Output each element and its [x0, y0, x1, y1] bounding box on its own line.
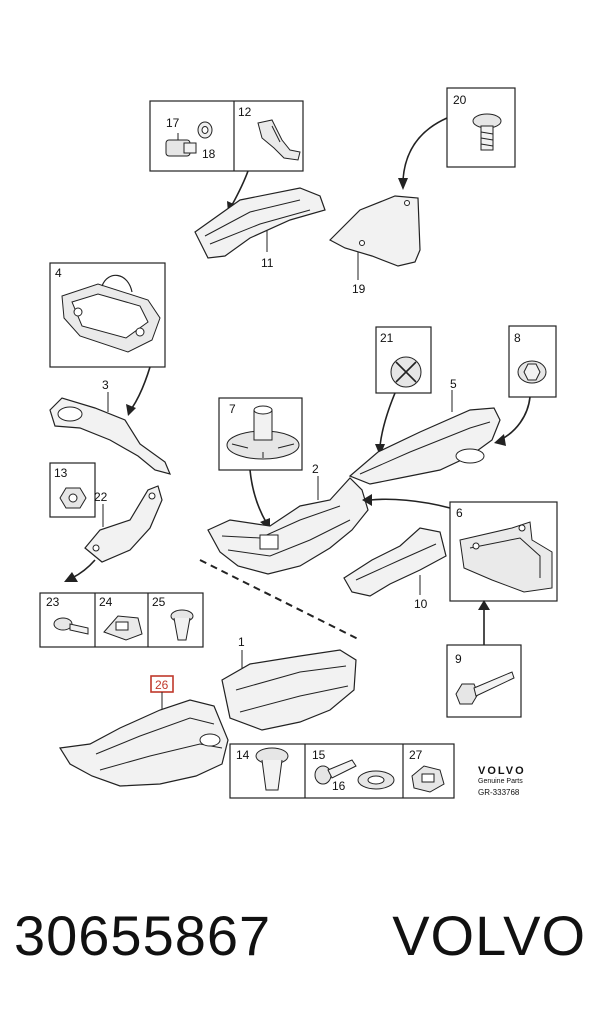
part-5-heat-shield: 5: [348, 377, 501, 485]
screw-20-icon: [472, 113, 502, 151]
part-2-tunnel-shield: 2: [207, 462, 369, 575]
arrowhead-8: [494, 434, 506, 446]
clip-12-icon: [257, 119, 301, 161]
screw-23-icon: [53, 617, 89, 635]
callout-box-14-15-16-27: 14 15 16 27: [229, 743, 455, 799]
label-15: 15: [312, 748, 326, 762]
listing-footer: 30655867 VOLVO: [0, 900, 600, 980]
vehicle-make: VOLVO: [392, 904, 586, 967]
diagram-ref: GR-333768: [478, 788, 520, 797]
label-19: 19: [352, 282, 366, 296]
grommet-7-icon: [226, 405, 300, 460]
label-11: 11: [261, 256, 274, 270]
arrowhead-9: [478, 600, 490, 610]
label-3: 3: [102, 378, 109, 392]
nut-clip-27-icon: [411, 765, 445, 793]
label-2: 2: [312, 462, 319, 476]
label-5: 5: [450, 377, 457, 391]
bracket-6-icon: [459, 521, 553, 593]
label-1: 1: [238, 635, 245, 649]
dashed-link: [199, 559, 361, 641]
highlight-label-26: 26: [150, 675, 174, 710]
bolt-15-icon: [314, 759, 357, 785]
arrowhead-22: [64, 572, 78, 582]
washer-16-icon: [357, 770, 395, 790]
nut-13-icon: [59, 487, 87, 509]
washer-18-icon: [197, 121, 213, 139]
bolt-9-icon: [455, 671, 515, 705]
label-17: 17: [166, 116, 180, 130]
arrow-22: [71, 559, 96, 579]
label-13: 13: [54, 466, 68, 480]
diagram-canvas: 17 18 12 20: [39, 87, 558, 799]
callout-box-13: 13: [49, 462, 96, 518]
arrow-7: [249, 469, 267, 523]
callout-box-4: 4: [49, 262, 166, 368]
part-10-bracket: 10: [343, 527, 447, 611]
clip-24-icon: [103, 615, 143, 641]
arrowhead-20: [398, 178, 408, 190]
arrowhead-6: [362, 494, 372, 506]
callout-box-17-18-12: 17 18 12: [149, 100, 304, 172]
volvo-logo: VOLVO: [478, 765, 526, 777]
label-10: 10: [414, 597, 428, 611]
brand-block: VOLVO Genuine Parts GR-333768: [478, 765, 526, 797]
label-25: 25: [152, 595, 166, 609]
part-number: 30655867: [14, 904, 272, 967]
nut-8-icon: [517, 360, 547, 384]
rivet-25-icon: [170, 609, 194, 641]
arrow-8: [499, 396, 531, 441]
arrowhead-21: [375, 444, 385, 456]
arrow-6: [369, 498, 451, 509]
label-8: 8: [514, 331, 521, 345]
part-19-shield: 19: [329, 195, 421, 296]
callout-box-6: 6: [449, 501, 558, 602]
label-26: 26: [155, 678, 169, 692]
label-22: 22: [94, 490, 108, 504]
part-1-heat-shield: 1: [221, 635, 357, 731]
arrow-20: [402, 117, 448, 181]
callout-box-9: 9: [446, 644, 522, 718]
part-26-heat-shield: [58, 699, 229, 787]
arrow-21: [379, 392, 396, 447]
bolt-17-icon: [165, 133, 197, 157]
clip-21-icon: [390, 356, 422, 388]
label-27: 27: [409, 748, 423, 762]
label-21: 21: [380, 331, 394, 345]
callout-box-8: 8: [508, 325, 557, 398]
label-6: 6: [456, 506, 463, 520]
label-23: 23: [46, 595, 60, 609]
label-24: 24: [99, 595, 113, 609]
label-20: 20: [453, 93, 467, 107]
part-22-bracket: 22: [84, 485, 163, 563]
brand-subtitle: Genuine Parts: [478, 778, 523, 785]
callout-box-20: 20: [446, 87, 516, 168]
label-12: 12: [238, 105, 252, 119]
label-16: 16: [332, 779, 346, 793]
mount-4-icon: [61, 274, 161, 353]
label-18: 18: [202, 147, 216, 161]
part-11-bracket: 11: [194, 187, 326, 270]
label-14: 14: [236, 748, 250, 762]
label-4: 4: [55, 266, 62, 280]
arrowhead-4: [126, 404, 136, 416]
arrow-4: [131, 366, 151, 409]
callout-box-23-24-25: 23 24 25: [39, 592, 204, 648]
rivet-14-icon: [255, 747, 289, 791]
label-7: 7: [229, 402, 236, 416]
callout-box-7: 7: [218, 397, 303, 471]
label-9: 9: [455, 652, 462, 666]
part-3-heat-shield: 3: [49, 378, 172, 475]
arrow-12: [231, 170, 249, 206]
callout-box-21: 21: [375, 326, 432, 394]
